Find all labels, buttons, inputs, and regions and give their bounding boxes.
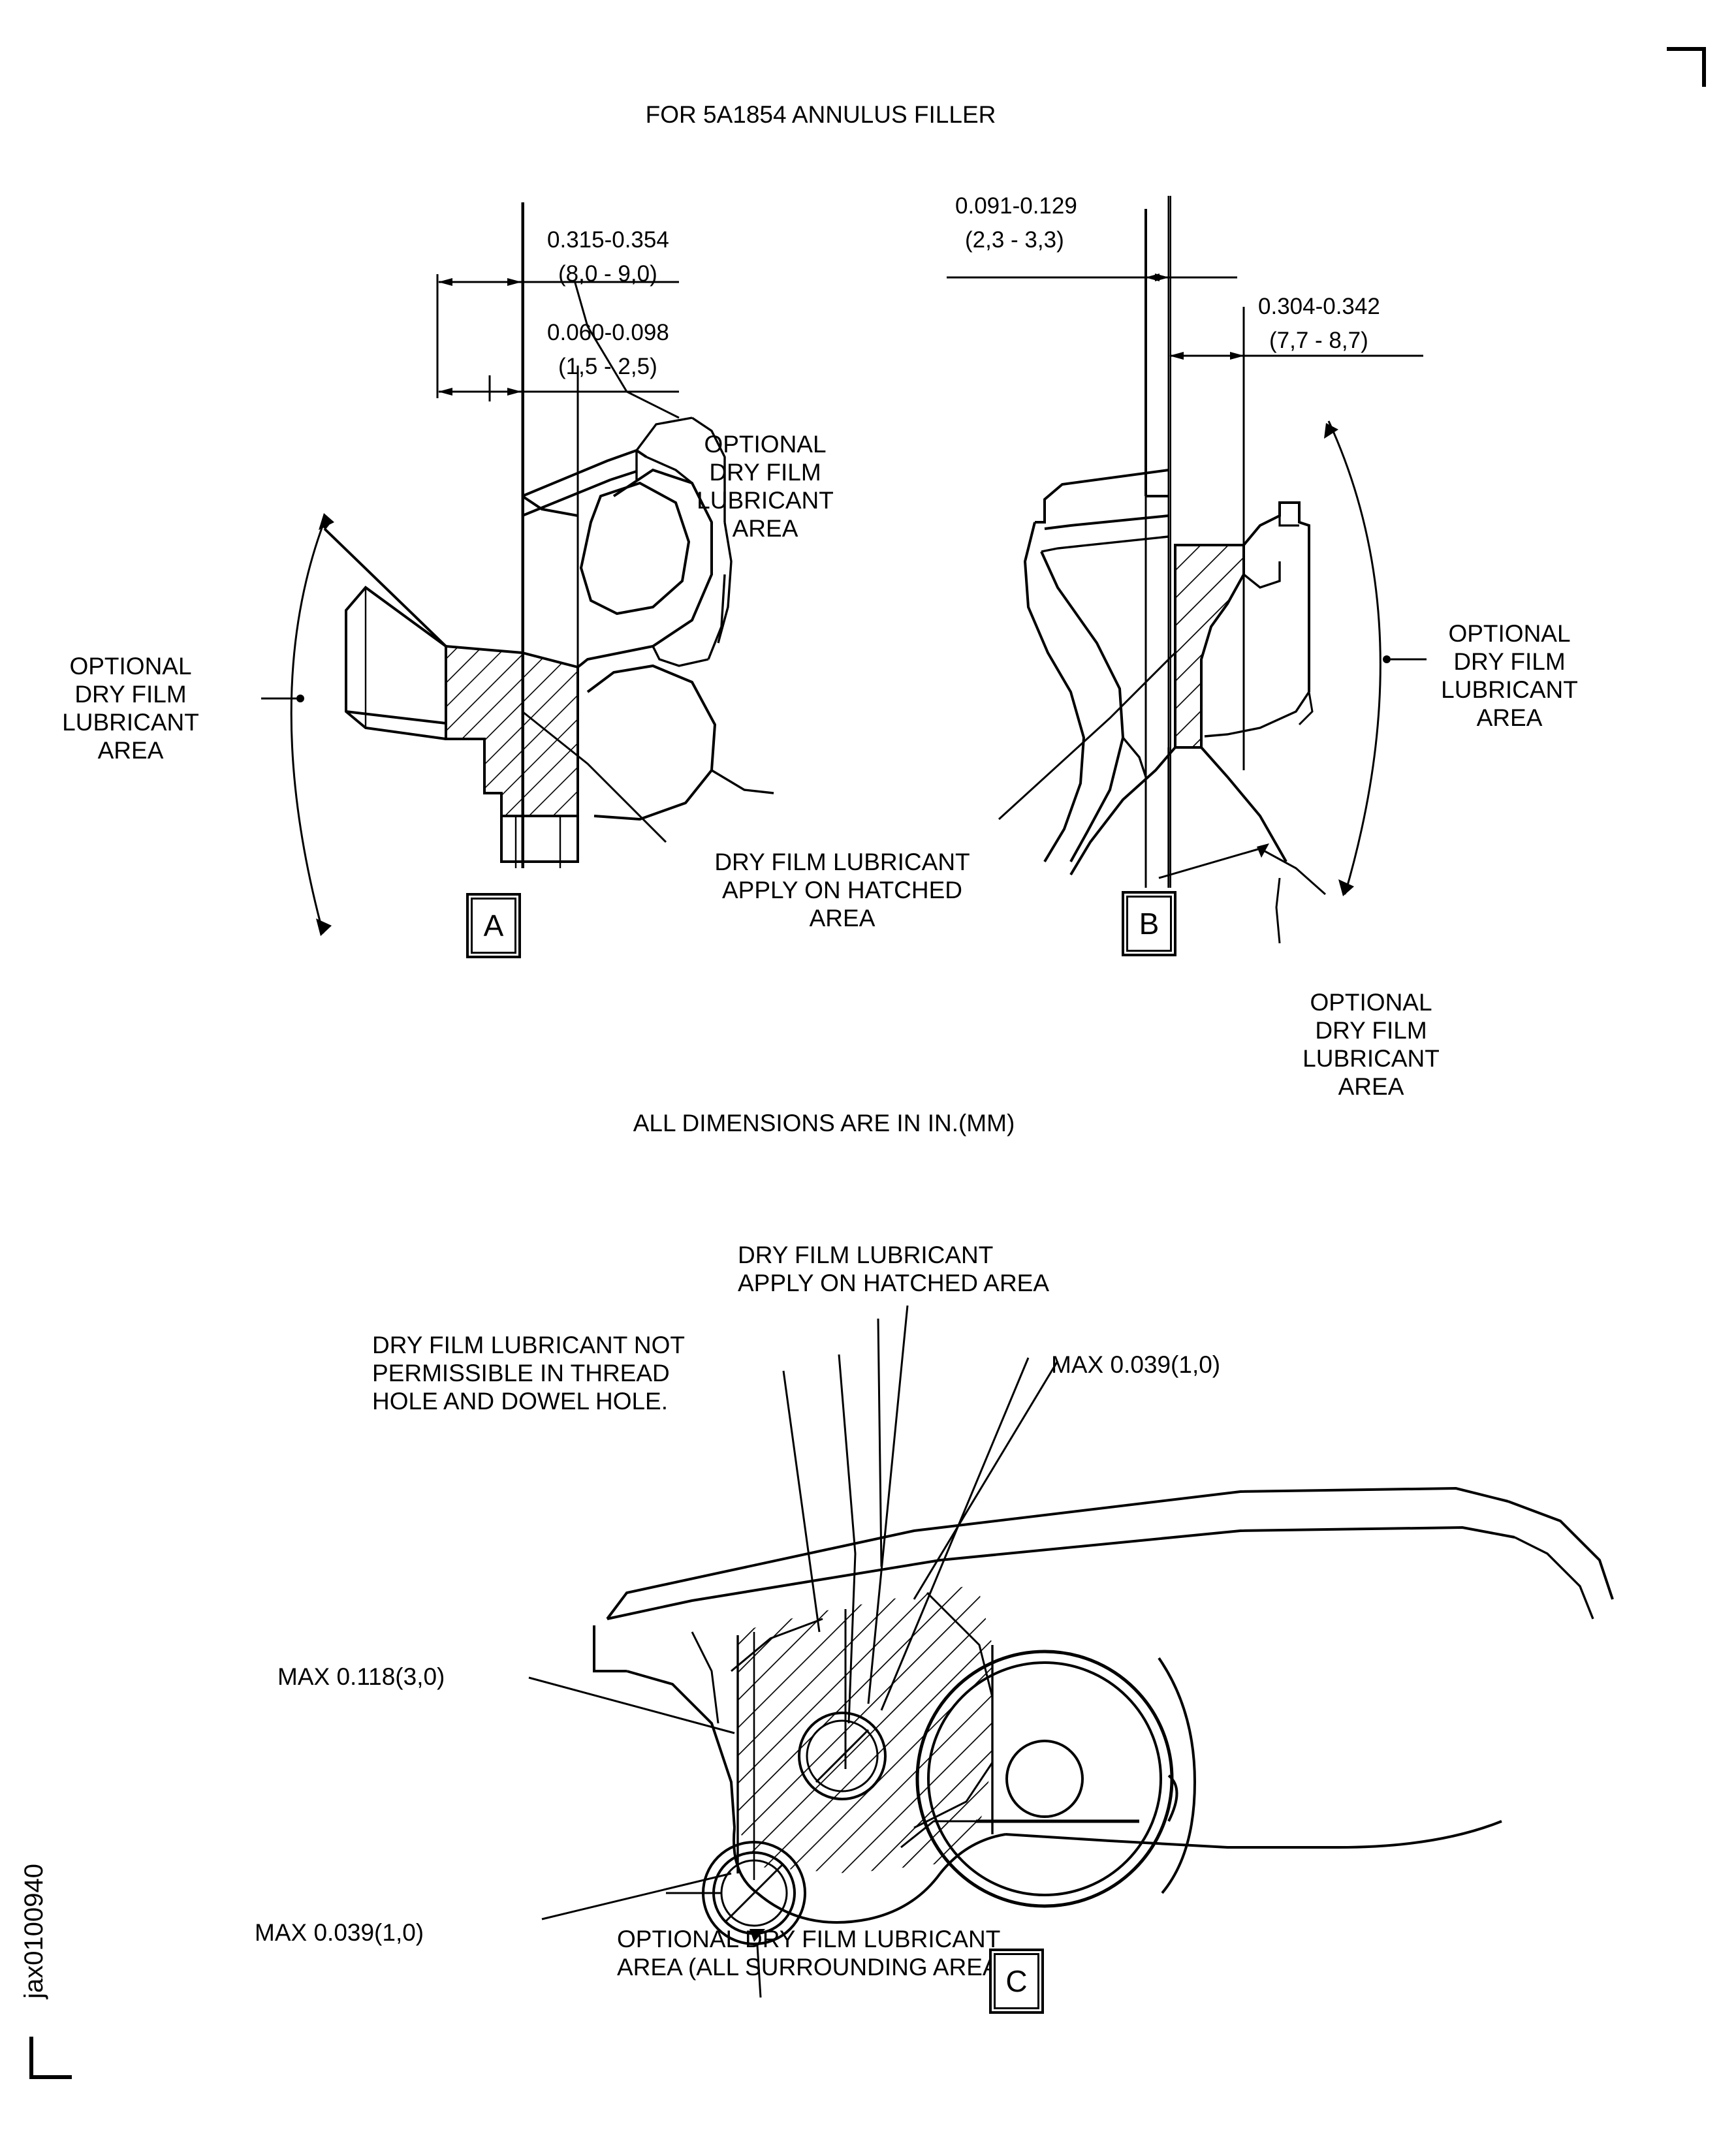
view-c-callout-max-left: MAX 0.118(3,0) <box>277 1663 445 1690</box>
units-note: ALL DIMENSIONS ARE IN IN.(MM) <box>633 1110 1015 1136</box>
view-a-dim-outer-mm: (8,0 - 9,0) <box>558 261 657 287</box>
view-b-geometry <box>947 196 1427 944</box>
corner-crop-mark-bottom <box>29 2037 72 2079</box>
view-label-c-text: C <box>994 1953 1039 2009</box>
view-a-dim-inner-inch: 0.060-0.098 <box>547 320 669 345</box>
view-c-note-optional-surround: OPTIONAL DRY FILM LUBRICANT AREA (ALL SU… <box>617 1926 1007 1981</box>
view-label-b: B <box>1122 891 1176 956</box>
view-a-note-hatched: DRY FILM LUBRICANT APPLY ON HATCHED AREA <box>714 849 970 932</box>
view-b-dim-left-inch: 0.091-0.129 <box>955 193 1077 219</box>
view-a-note-optional-top: OPTIONAL DRY FILM LUBRICANT AREA <box>697 431 834 542</box>
view-a-geometry <box>261 202 774 936</box>
view-a-note-optional-left: OPTIONAL DRY FILM LUBRICANT AREA <box>62 653 199 764</box>
view-a-dim-inner-mm: (1,5 - 2,5) <box>558 354 657 379</box>
view-c-note-hatched: DRY FILM LUBRICANT APPLY ON HATCHED AREA <box>738 1242 1050 1296</box>
corner-crop-mark <box>1667 47 1706 87</box>
view-label-c: C <box>989 1949 1044 2014</box>
view-c-geometry <box>528 1305 1614 1998</box>
drawing-id: jax0100940 <box>20 1864 48 1999</box>
view-b-note-optional-bottom: OPTIONAL DRY FILM LUBRICANT AREA <box>1302 989 1440 1100</box>
view-label-b-text: B <box>1126 896 1172 952</box>
view-c-callout-max-bottom: MAX 0.039(1,0) <box>255 1919 424 1946</box>
view-b-dim-left-mm: (2,3 - 3,3) <box>965 227 1064 253</box>
view-label-a: A <box>466 893 521 958</box>
view-c-note-not-permissible: DRY FILM LUBRICANT NOT PERMISSIBLE IN TH… <box>372 1332 686 1415</box>
view-label-a-text: A <box>471 898 516 954</box>
view-b-dim-right-mm: (7,7 - 8,7) <box>1269 328 1368 353</box>
view-b-note-optional-right: OPTIONAL DRY FILM LUBRICANT AREA <box>1441 620 1578 731</box>
view-c-callout-max-top: MAX 0.039(1,0) <box>1051 1351 1221 1378</box>
view-b-dim-right-inch: 0.304-0.342 <box>1258 294 1380 319</box>
view-a-dim-outer-inch: 0.315-0.354 <box>547 227 669 253</box>
sheet-title: FOR 5A1854 ANNULUS FILLER <box>645 101 996 128</box>
